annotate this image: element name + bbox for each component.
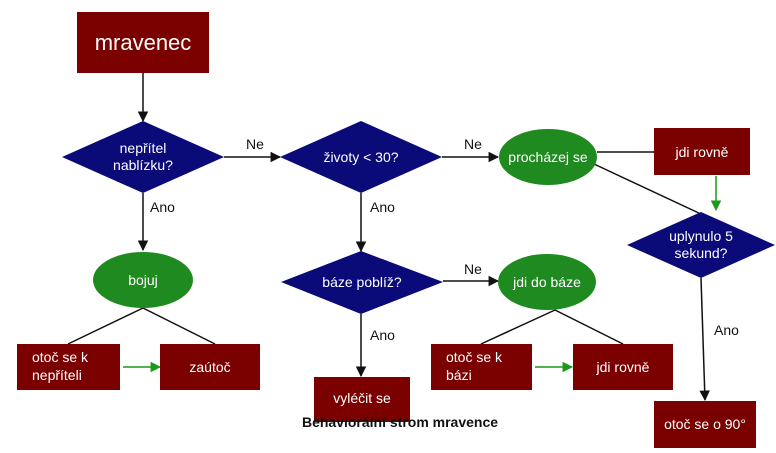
edge-jdi-do-baze-to-otoc-k-bazi — [480, 309, 556, 345]
node-vylecit-se: vyléčit se — [314, 377, 410, 422]
node-otoc-k-bazi-line2: bázi — [446, 367, 472, 383]
edge-jdi-do-baze-to-jdi-rovne — [554, 309, 624, 345]
node-otoc-k-nepriteli-line1: otoč se k — [32, 349, 89, 365]
node-mravenec: mravenec — [77, 12, 209, 73]
node-otoc-k-bazi-line1: otoč se k — [446, 349, 503, 365]
edge-bojuj-to-otoc-k-nepriteli — [67, 307, 144, 345]
node-otoc-se-k-nepriteli: otoč se k nepříteli — [17, 344, 120, 390]
node-otoc-se-k-bazi: otoč se k bázi — [431, 344, 532, 390]
edge-label-ano-4: Ano — [714, 322, 739, 338]
node-jdi-rovne-bottom-label: jdi rovně — [596, 359, 650, 375]
node-zivoty-label: životy < 30? — [323, 149, 398, 165]
edge-bojuj-to-zautoc — [142, 307, 216, 345]
node-otoc-se-o-90: otoč se o 90° — [654, 401, 756, 448]
edge-uplynulo-to-otoc-90 — [699, 277, 710, 402]
node-uplynulo-label-line1: uplynulo 5 — [669, 228, 733, 244]
edge-label-ano-2: Ano — [370, 199, 395, 215]
diagram-caption: Behaviorální strom mravence — [302, 414, 498, 430]
node-jdi-rovne-bottom: jdi rovně — [573, 344, 673, 390]
node-zautoc-label: zaútoč — [189, 359, 230, 375]
node-jdi-rovne-top: jdi rovně — [654, 128, 750, 175]
edge-label-ano-1: Ano — [150, 199, 175, 215]
node-bojuj: bojuj — [93, 252, 193, 308]
node-mravenec-label: mravenec — [95, 30, 192, 55]
node-jdi-do-baze-label: jdi do báze — [512, 274, 581, 290]
edge-label-ne-3: Ne — [464, 261, 482, 277]
sequence-arrows — [123, 176, 722, 373]
edge-label-ne-1: Ne — [246, 136, 264, 152]
node-prochazej-label: procházej se — [508, 149, 588, 165]
node-prochazej-se: procházej se — [499, 129, 597, 185]
node-neptel-label-line2: nablízku? — [113, 157, 173, 173]
edge-label-ne-2: Ne — [464, 136, 482, 152]
node-uplynulo-label-line2: sekund? — [675, 245, 728, 261]
node-otoc-k-nepriteli-line2: nepříteli — [32, 367, 82, 383]
node-neptel-nablizku: nepřítel nablízku? — [62, 121, 224, 193]
node-baze-pobliz-label: báze poblíž? — [322, 274, 402, 290]
node-zautoc: zaútoč — [160, 344, 260, 390]
node-jdi-rovne-top-label: jdi rovně — [675, 144, 729, 160]
edge-label-ano-3: Ano — [370, 327, 395, 343]
node-zivoty: životy < 30? — [280, 121, 442, 193]
node-uplynulo-5-sekund: uplynulo 5 sekund? — [627, 212, 775, 278]
node-jdi-do-baze: jdi do báze — [498, 254, 596, 310]
node-vylecit-label: vyléčit se — [333, 390, 391, 406]
node-neptel-label-line1: nepřítel — [120, 140, 167, 156]
edge-prochazej-to-uplynulo — [593, 163, 719, 223]
node-bojuj-label: bojuj — [128, 272, 158, 288]
connectors — [67, 73, 719, 402]
node-baze-pobliz: báze poblíž? — [281, 251, 443, 314]
node-otoc-90-label: otoč se o 90° — [664, 416, 746, 432]
